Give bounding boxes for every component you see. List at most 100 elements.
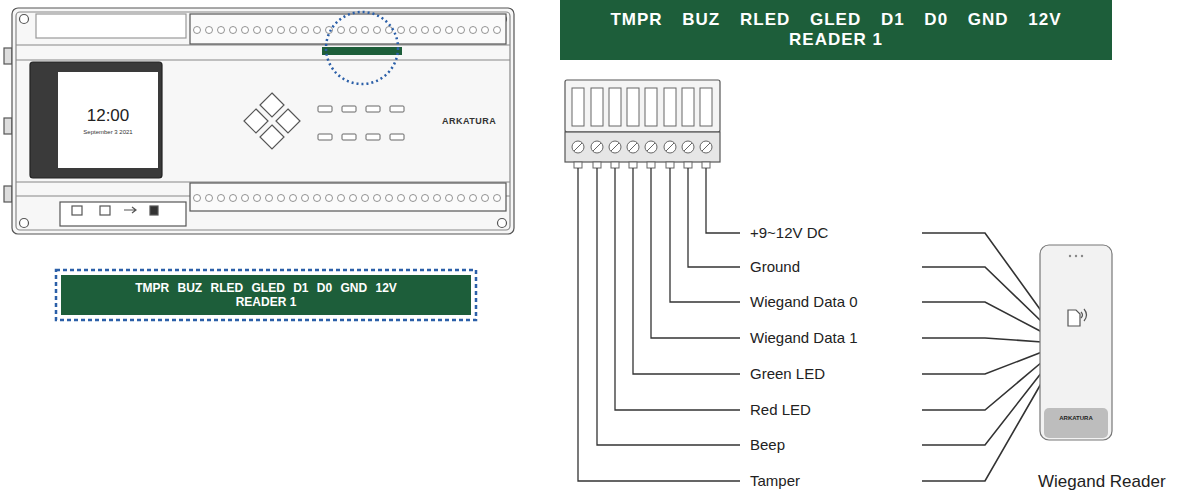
- terminal-screw: [494, 27, 501, 34]
- terminal-band: TMPR BUZ RLED GLED D1 D0 GND 12VREADER 1: [61, 275, 471, 315]
- terminal-screw: [290, 27, 297, 34]
- signal-label: Ground: [750, 258, 800, 275]
- node-text: September 3 2021: [83, 129, 132, 135]
- terminal-screw: [254, 27, 261, 34]
- signal-label: Tamper: [750, 472, 800, 489]
- detail-stroke: [684, 143, 692, 151]
- detail-stroke: [342, 106, 356, 112]
- terminal-screw: [682, 141, 694, 153]
- terminal-screw: [645, 141, 657, 153]
- terminal-screw: [422, 195, 429, 202]
- terminal-screw: [206, 195, 213, 202]
- node-text: TMPR BUZ RLED GLED D1 D0 GND 12V: [135, 281, 397, 295]
- terminal-screw: [338, 195, 345, 202]
- terminal-screw: [609, 141, 621, 153]
- caption-label: Wiegand Reader: [1038, 472, 1166, 492]
- terminal-screw: [242, 27, 249, 34]
- signal-label: Beep: [750, 436, 785, 453]
- detail-stroke: [700, 88, 712, 126]
- terminal-band: TMPR BUZ RLED GLED D1 D0 GND 12VREADER 1: [560, 0, 1112, 60]
- detail-stroke: [645, 88, 657, 126]
- terminal-screw: [591, 141, 603, 153]
- terminal-screw: [302, 195, 309, 202]
- terminal-screw: [446, 27, 453, 34]
- detail-stroke: [627, 88, 639, 126]
- terminal-screw: [314, 195, 321, 202]
- detail-stroke: [591, 88, 603, 126]
- detail-stroke: [666, 162, 674, 168]
- terminal-screw: [194, 27, 201, 34]
- detail-stroke: [574, 162, 582, 168]
- terminal-screw: [290, 195, 297, 202]
- terminal-screw: [242, 195, 249, 202]
- detail-stroke: [647, 143, 655, 151]
- detail-stroke: [629, 162, 637, 168]
- terminal-screw: [338, 27, 345, 34]
- terminal-screw: [458, 27, 465, 34]
- terminal-screw: [494, 195, 501, 202]
- detail-stroke: [574, 143, 582, 151]
- terminal-screw: [410, 27, 417, 34]
- detail-stroke: [572, 88, 584, 126]
- signal-label: Green LED: [750, 365, 825, 382]
- detail-stroke: [366, 106, 380, 112]
- detail-stroke: [611, 162, 619, 168]
- detail-stroke: [629, 143, 637, 151]
- detail-stroke: [666, 143, 674, 151]
- detail-stroke: [664, 88, 676, 126]
- terminal-screw: [410, 195, 417, 202]
- detail-stroke: [390, 134, 404, 140]
- terminal-screw: [206, 27, 213, 34]
- terminal-screw: [458, 195, 465, 202]
- signal-label: Red LED: [750, 401, 811, 418]
- detail-stroke: [609, 88, 621, 126]
- detail-stroke: [318, 106, 332, 112]
- terminal-screw: [302, 27, 309, 34]
- detail-stroke: [684, 162, 692, 168]
- terminal-screw: [446, 195, 453, 202]
- detail-stroke: [366, 134, 380, 140]
- controller-housing: ARKATURA 12:00September 3 2021: [12, 8, 514, 234]
- signal-label: Wiegand Data 1: [750, 329, 858, 346]
- terminal-screw: [314, 27, 321, 34]
- detail-stroke: [593, 162, 601, 168]
- terminal-screw: [482, 27, 489, 34]
- terminal-screw: [326, 195, 333, 202]
- terminal-screw: [374, 195, 381, 202]
- terminal-screw: [266, 27, 273, 34]
- wiegand-reader: ARKATURAWiegand Reader: [1040, 245, 1112, 440]
- terminal-screw: [700, 141, 712, 153]
- terminal-screw: [350, 195, 357, 202]
- node-text: READER 1: [789, 30, 883, 50]
- signal-label: +9~12V DC: [750, 224, 828, 241]
- terminal-screw: [194, 195, 201, 202]
- terminal-screw: [218, 195, 225, 202]
- terminal-screw: [326, 27, 333, 34]
- terminal-screw: [386, 27, 393, 34]
- terminal-screw: [278, 27, 285, 34]
- terminal-screw: [350, 27, 357, 34]
- terminal-screw: [470, 27, 477, 34]
- terminal-screw: [386, 195, 393, 202]
- detail-stroke: [682, 88, 694, 126]
- terminal-screw: [362, 195, 369, 202]
- terminal-screw: [470, 195, 477, 202]
- node-text: ARKATURA: [442, 116, 496, 126]
- detail-stroke: [593, 143, 601, 151]
- terminal-screw: [422, 27, 429, 34]
- detail-stroke: [342, 134, 356, 140]
- terminal-screw: [572, 141, 584, 153]
- terminal-screw: [230, 195, 237, 202]
- display-screen: 12:00September 3 2021: [58, 72, 158, 168]
- detail-stroke: [611, 143, 619, 151]
- node-text: ARKATURA: [1040, 415, 1112, 421]
- detail-stroke: [702, 143, 710, 151]
- terminal-screw: [398, 195, 405, 202]
- signal-label: Wiegand Data 0: [750, 293, 858, 310]
- terminal-screw: [434, 27, 441, 34]
- node-text: READER 1: [236, 295, 297, 309]
- node-text: TMPR BUZ RLED GLED D1 D0 GND 12V: [610, 10, 1061, 30]
- terminal-screw: [266, 195, 273, 202]
- terminal-screw: [434, 195, 441, 202]
